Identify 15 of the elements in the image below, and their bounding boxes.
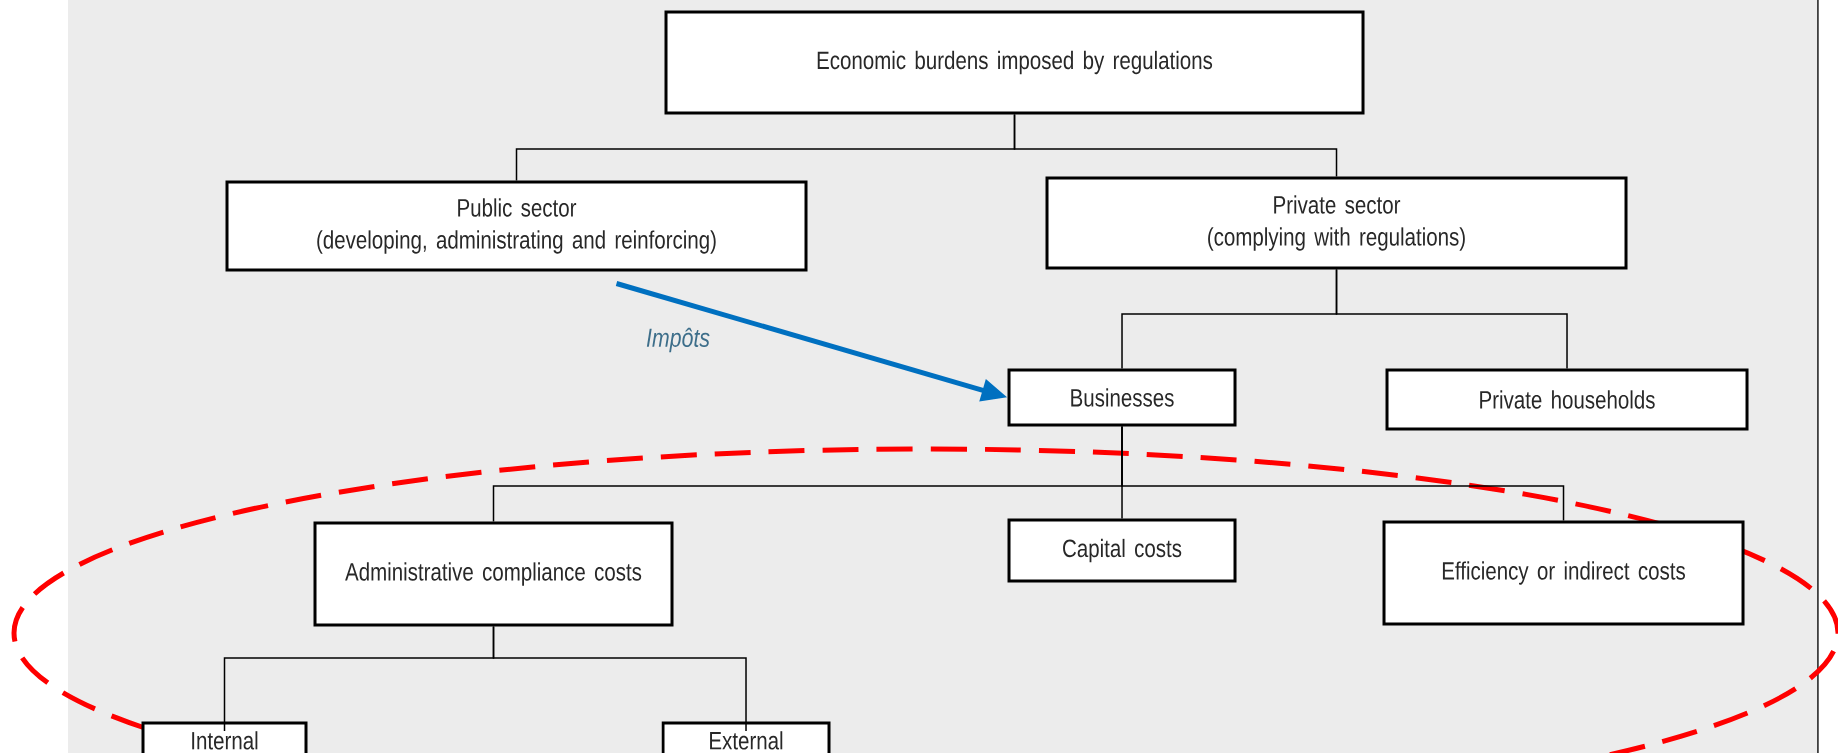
connector xyxy=(1121,425,1565,522)
box: Public sector (developing, administrating and reinforcing) xyxy=(225,180,808,272)
box: External xyxy=(661,721,831,753)
connector xyxy=(1013,113,1338,178)
box: Administrative compliance costs xyxy=(313,521,674,627)
connector xyxy=(1335,268,1568,370)
box: Private sector (complying with regulations) xyxy=(1045,176,1628,270)
box: Economic burdens imposed by regulations xyxy=(664,10,1365,115)
edge-label: Impôts xyxy=(646,327,710,353)
box: Businesses xyxy=(1007,368,1237,427)
box: Internal xyxy=(141,721,308,753)
box: Private households xyxy=(1385,368,1749,431)
box: Efficiency or indirect costs xyxy=(1382,520,1745,626)
box: Capital costs xyxy=(1007,518,1237,583)
connector xyxy=(492,625,747,732)
